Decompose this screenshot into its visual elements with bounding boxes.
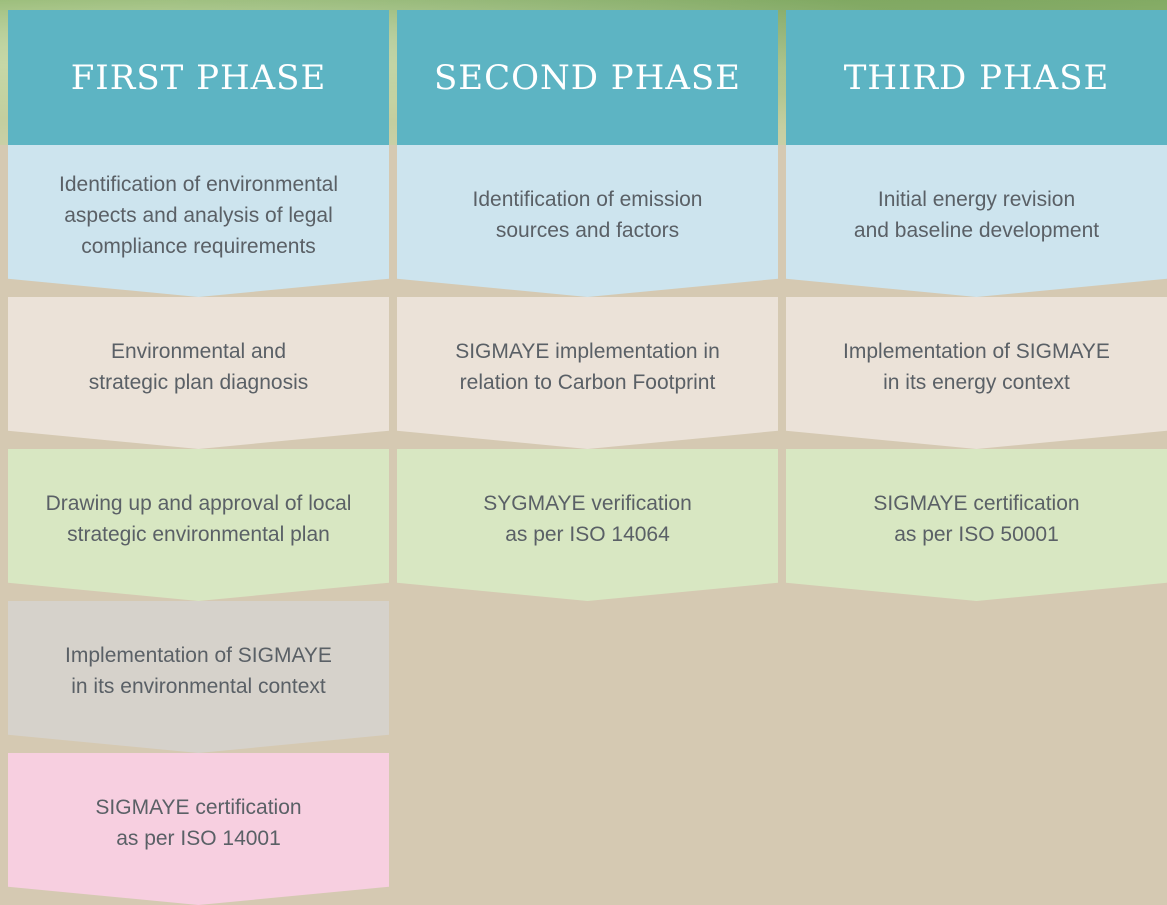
step-label: Identification of emission sources and f… — [472, 188, 703, 242]
step-chevron: Drawing up and approval of local strateg… — [8, 449, 389, 601]
step-chevron: Implementation of SIGMAYE in its environ… — [8, 601, 389, 753]
step-label: Initial energy revision and baseline dev… — [853, 188, 1100, 242]
phase-column-first: FIRST PHASE Identification of environmen… — [8, 10, 389, 905]
step-chevron: Environmental and strategic plan diagnos… — [8, 297, 389, 449]
phase-title: FIRST PHASE — [70, 57, 327, 98]
step-chevron: SYGMAYE verification as per ISO 14064 — [397, 449, 778, 601]
step-chevron: SIGMAYE certification as per ISO 14001 — [8, 753, 389, 905]
step-chevron: Identification of emission sources and f… — [397, 145, 778, 297]
step-label: Implementation of SIGMAYE in its energy … — [843, 340, 1110, 394]
step-label: SYGMAYE verification as per ISO 14064 — [483, 492, 692, 546]
step-chevron: SIGMAYE implementation in relation to Ca… — [397, 297, 778, 449]
step-chevron: SIGMAYE certification as per ISO 50001 — [786, 449, 1167, 601]
step-chevron: Initial energy revision and baseline dev… — [786, 145, 1167, 297]
step-label: Implementation of SIGMAYE in its environ… — [65, 644, 332, 698]
phase-title: SECOND PHASE — [433, 57, 741, 98]
phase-header: THIRD PHASE — [786, 10, 1167, 145]
step-label: SIGMAYE implementation in relation to Ca… — [455, 340, 720, 394]
step-label: Drawing up and approval of local strateg… — [45, 492, 352, 546]
phase-column-third: THIRD PHASE Initial energy revision and … — [786, 10, 1167, 601]
phase-column-second: SECOND PHASE Identification of emission … — [397, 10, 778, 601]
step-label: Identification of environmental aspects … — [59, 172, 338, 258]
phase-header: SECOND PHASE — [397, 10, 778, 145]
phase-header: FIRST PHASE — [8, 10, 389, 145]
step-chevron: Implementation of SIGMAYE in its energy … — [786, 297, 1167, 449]
step-chevron: Identification of environmental aspects … — [8, 145, 389, 297]
step-label: Environmental and strategic plan diagnos… — [88, 340, 309, 394]
phase-title: THIRD PHASE — [843, 57, 1110, 98]
step-label: SIGMAYE certification as per ISO 50001 — [873, 492, 1080, 546]
step-label: SIGMAYE certification as per ISO 14001 — [95, 796, 302, 850]
